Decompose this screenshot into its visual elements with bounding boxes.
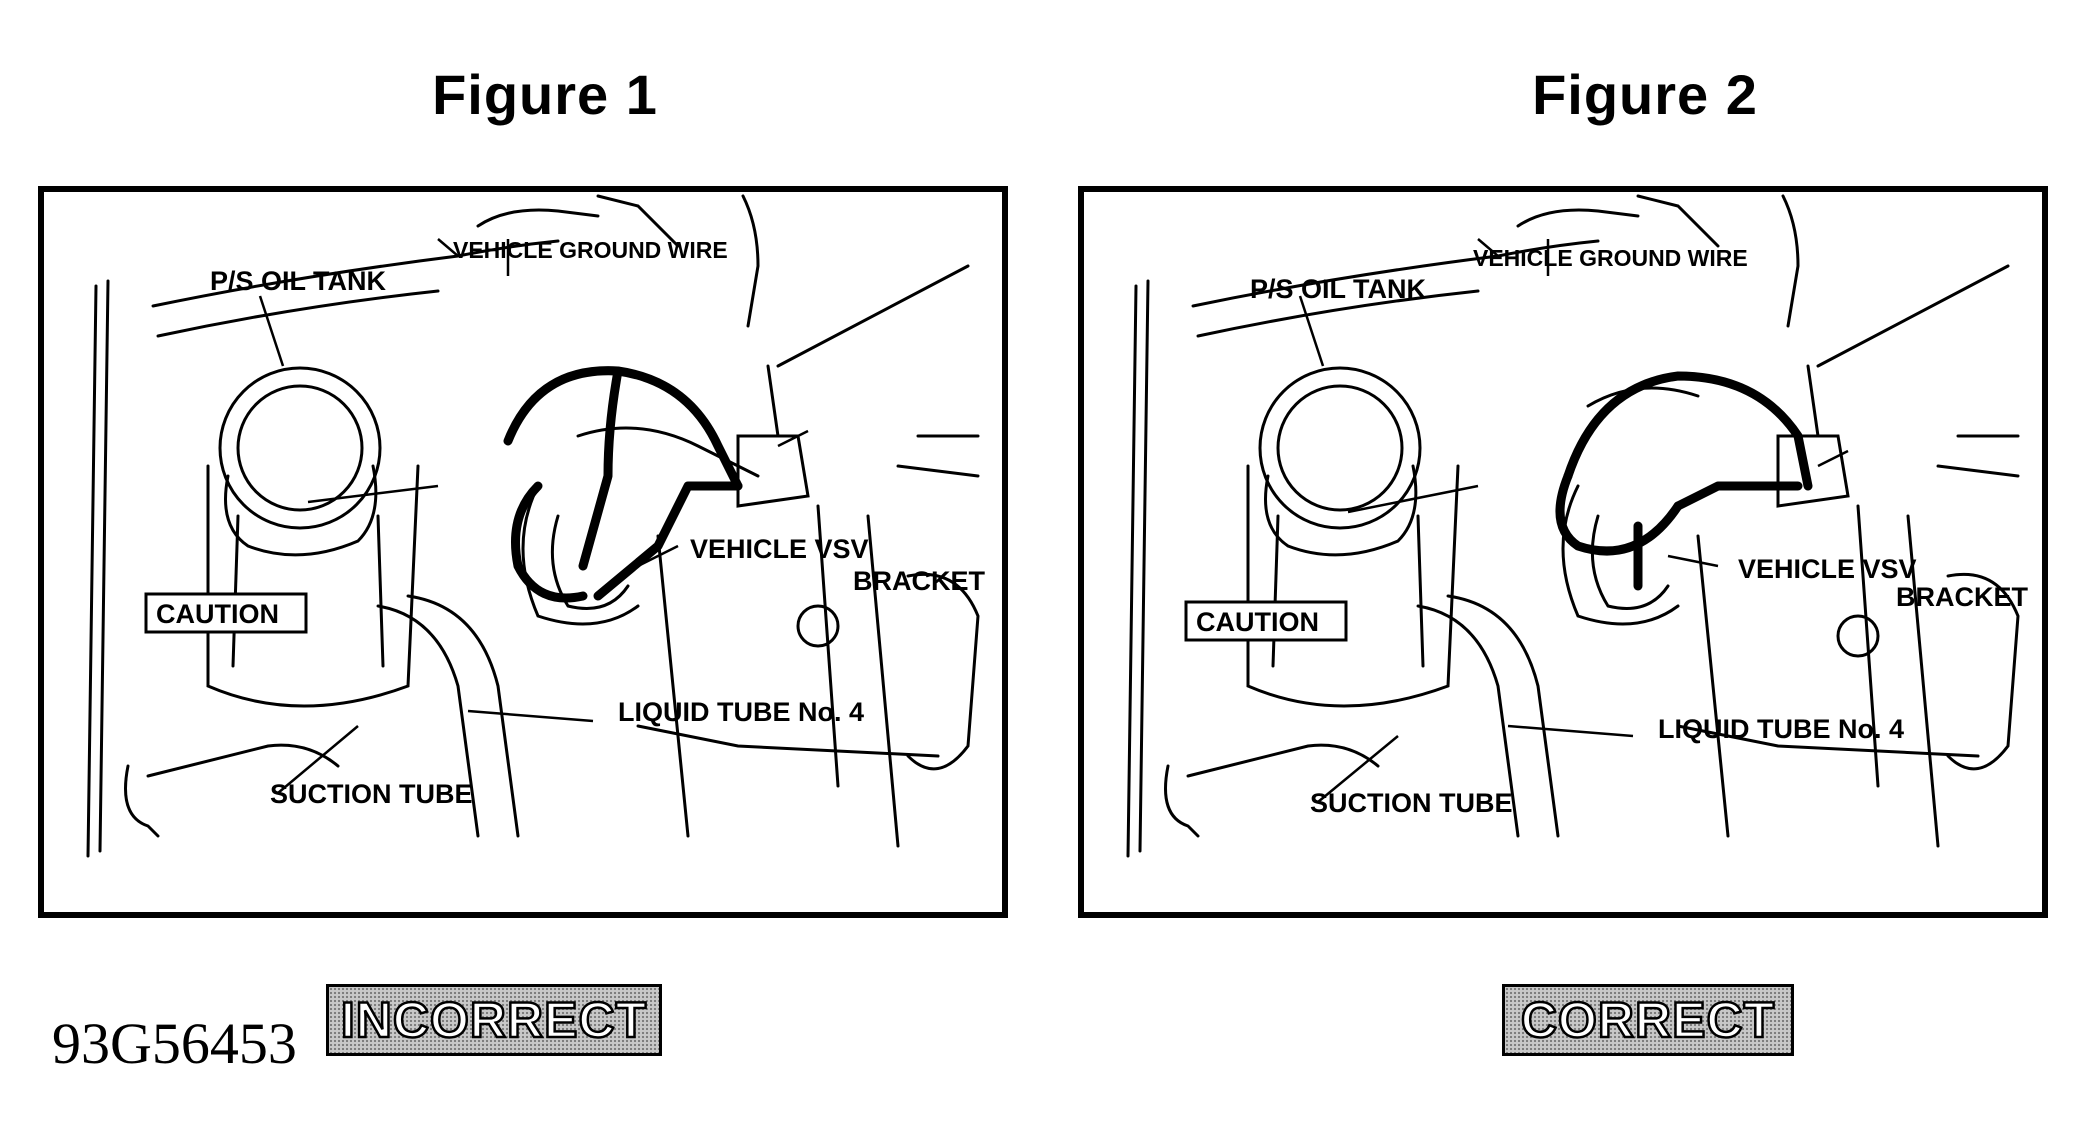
incorrect-stamp: INCORRECT [326, 984, 662, 1056]
reference-code: 93G56453 [52, 1011, 297, 1076]
suction-tube-label: SUCTION TUBE [1310, 788, 1513, 818]
bracket-label: BRACKET [1896, 582, 2029, 612]
liquid-tube-label: LIQUID TUBE No. 4 [618, 697, 864, 727]
figure-1-title: Figure 1 [432, 63, 658, 126]
ps-oil-tank-label: P/S OIL TANK [1250, 274, 1427, 304]
bracket-label: BRACKET [853, 566, 986, 596]
correct-stamp: CORRECT [1502, 984, 1794, 1056]
vehicle-vsv-label: VEHICLE VSV [690, 534, 869, 564]
caution-label: CAUTION [156, 599, 279, 629]
figure-1-diagram: P/S OIL TANK VEHICLE GROUND WIRE VEHICLE… [38, 186, 1008, 918]
ps-oil-tank-label: P/S OIL TANK [210, 266, 387, 296]
figure-2-diagram: P/S OIL TANK VEHICLE GROUND WIRE VEHICLE… [1078, 186, 2048, 918]
suction-tube-label: SUCTION TUBE [270, 779, 473, 809]
figure-2-title: Figure 2 [1532, 63, 1758, 126]
vehicle-ground-wire-label: VEHICLE GROUND WIRE [453, 237, 728, 263]
liquid-tube-label: LIQUID TUBE No. 4 [1658, 714, 1904, 744]
vehicle-vsv-label: VEHICLE VSV [1738, 554, 1917, 584]
vehicle-ground-wire-label: VEHICLE GROUND WIRE [1473, 245, 1748, 271]
caution-label: CAUTION [1196, 607, 1319, 637]
